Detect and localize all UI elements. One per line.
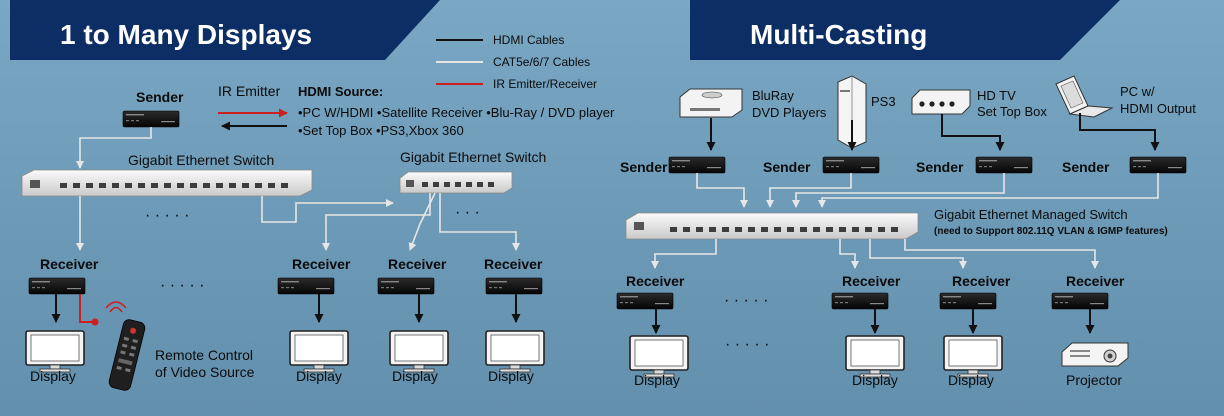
left-receiver2-label: Receiver (292, 256, 351, 272)
right-display1-label: Display (634, 372, 680, 388)
projector-icon (1061, 342, 1129, 367)
right-receiver3-label: Receiver (952, 273, 1011, 289)
right-display3 (943, 335, 1003, 378)
cat-switch-to-receiver1 (651, 239, 717, 269)
cat-sender3-to-switch (792, 173, 1005, 208)
cat-sender1-to-switch (696, 173, 748, 208)
cat-sender-to-switch1 (76, 127, 152, 169)
right-sender3-label: Sender (916, 159, 964, 175)
managed-switch-device (625, 212, 919, 240)
switch2-ellipsis: · · · (455, 204, 480, 221)
cat-switch-to-receiver2 (839, 239, 859, 269)
managed-switch-note: (need to Support 802.11Q VLAN & IGMP fea… (934, 226, 1168, 237)
hdmi-source-line1: •PC W/HDMI •Satellite Receiver •Blu-Ray … (298, 105, 615, 120)
src-pc-line1: PC w/ (1120, 84, 1155, 99)
ir-receiver-cable (79, 294, 92, 323)
remote-label-line2: of Video Source (155, 364, 255, 380)
left-display2 (289, 330, 349, 373)
right-sender1-device (668, 156, 726, 174)
right-receiver3-device (939, 292, 997, 310)
legend-cat-label: CAT5e/6/7 Cables (493, 55, 590, 69)
left-display4 (485, 330, 545, 373)
left-receiver4-device (485, 277, 543, 295)
right-displays-ellipsis: · · · · · (725, 336, 769, 353)
legend-hdmi-label: HDMI Cables (493, 33, 564, 47)
bluray-player-icon (679, 88, 743, 118)
ps3-console-icon (837, 75, 867, 149)
switch1-ellipsis: · · · · · (145, 207, 189, 224)
right-sender1-label: Sender (620, 159, 668, 175)
right-display3-label: Display (948, 372, 994, 388)
left-display1 (25, 330, 85, 373)
right-receiver1-device (616, 292, 674, 310)
left-display3-label: Display (392, 368, 438, 384)
src-hdtv-line1: HD TV (977, 88, 1016, 103)
legend-ir-label: IR Emitter/Receiver (493, 77, 597, 91)
left-receiver4-label: Receiver (484, 256, 543, 272)
left-sender-label: Sender (136, 89, 184, 105)
legend: HDMI Cables CAT5e/6/7 Cables IR Emitter/… (436, 33, 597, 91)
src-pc-line2: HDMI Output (1120, 101, 1196, 116)
cat-switch-to-receiver3 (869, 239, 967, 269)
title-right: Multi-Casting (750, 19, 927, 50)
right-display2-label: Display (852, 372, 898, 388)
right-sender2-device (822, 156, 880, 174)
left-display1-label: Display (30, 368, 76, 384)
hdmi-hdtv-to-sender (941, 114, 1005, 151)
left-sender-device (122, 110, 180, 128)
right-sender3-device (975, 156, 1033, 174)
right-receivers-ellipsis: · · · · · (724, 292, 768, 309)
src-ps3-label: PS3 (871, 94, 896, 109)
left-receiver3-label: Receiver (388, 256, 447, 272)
left-receiver3-device (377, 277, 435, 295)
switch2-label: Gigabit Ethernet Switch (400, 149, 546, 165)
right-receiver2-label: Receiver (842, 273, 901, 289)
laptop-pc-icon (1055, 75, 1114, 118)
left-receiver1-label: Receiver (40, 256, 99, 272)
left-display3 (389, 330, 449, 373)
left-receiver2-device (277, 277, 335, 295)
title-banner-left (10, 0, 440, 60)
cat-switch2-to-receiver2 (322, 193, 431, 251)
switch1-device (21, 169, 313, 197)
left-display4-label: Display (488, 368, 534, 384)
right-sender2-label: Sender (763, 159, 811, 175)
cat-switch2-to-receiver3 (408, 192, 436, 251)
cat-sender2-to-switch (766, 173, 852, 208)
cat-sender4-to-switch (818, 173, 1159, 208)
right-receiver4-device (1051, 292, 1109, 310)
cat-switch-to-projector-receiver (904, 239, 1099, 269)
title-left: 1 to Many Displays (60, 19, 312, 50)
managed-switch-label: Gigabit Ethernet Managed Switch (934, 207, 1128, 222)
cat-switch1-to-switch2 (261, 196, 394, 223)
right-receiver4-label: Receiver (1066, 273, 1125, 289)
left-receiver1-device (28, 277, 86, 295)
ir-emitter-label: IR Emitter (218, 83, 281, 99)
hdmi-pc-to-sender (1079, 113, 1160, 151)
remote-label-line1: Remote Control (155, 347, 253, 363)
right-receiver1-label: Receiver (626, 273, 685, 289)
set-top-box-icon (911, 89, 971, 115)
src-bluray-line2: DVD Players (752, 105, 827, 120)
hdmi-source-line2: •Set Top Box •PS3,Xbox 360 (298, 123, 464, 138)
right-display2 (845, 335, 905, 378)
hdmi-source-title: HDMI Source: (298, 84, 383, 99)
title-banner-right (690, 0, 1120, 60)
right-receiver2-device (831, 292, 889, 310)
switch1-label: Gigabit Ethernet Switch (128, 152, 274, 168)
right-display1 (629, 335, 689, 378)
switch2-device (399, 171, 513, 194)
right-sender4-device (1129, 156, 1187, 174)
left-display2-label: Display (296, 368, 342, 384)
ir-receiver-dot (91, 318, 99, 326)
right-sender4-label: Sender (1062, 159, 1110, 175)
remote-control-icon (105, 301, 146, 391)
projector-label: Projector (1066, 372, 1122, 388)
left-receivers-ellipsis: · · · · · (160, 277, 204, 294)
cat-switch2-to-receiver4 (439, 193, 520, 251)
src-hdtv-line2: Set Top Box (977, 104, 1047, 119)
src-bluray-line1: BluRay (752, 88, 794, 103)
